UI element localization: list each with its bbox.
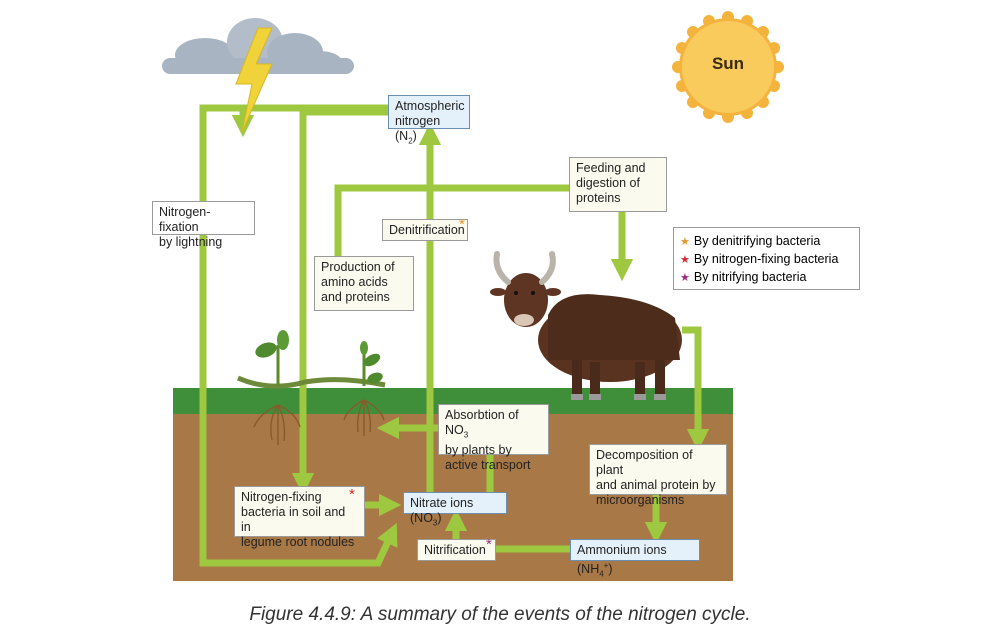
fixing-line2: bacteria in soil and in xyxy=(241,505,346,534)
atmospheric-line2-post: ) xyxy=(412,129,417,143)
denitrification-box: Denitrification * xyxy=(382,216,468,241)
feeding-line1: Feeding and xyxy=(576,161,646,175)
denitrification-star-icon: * xyxy=(459,216,465,233)
decomposition-line1: Decomposition of plant xyxy=(596,448,693,477)
ammonium-text: Ammonium ions (NH xyxy=(577,543,667,577)
lightning-line1: Nitrogen-fixation xyxy=(159,205,211,234)
atmospheric-line1: Atmospheric xyxy=(395,99,465,113)
arrow-production-to-feeding xyxy=(334,184,570,258)
lightning-icon xyxy=(235,27,273,133)
feeding-line3: proteins xyxy=(576,191,621,205)
nitrate-post: ) xyxy=(437,511,442,525)
legend-label: By nitrogen-fixing bacteria xyxy=(693,252,839,266)
nitrification-box: Nitrification * xyxy=(417,536,496,561)
decomposition-line2: and animal protein by xyxy=(596,478,716,492)
ammonium-ions-box: Ammonium ions (NH4+) xyxy=(570,539,700,579)
figure-caption: Figure 4.4.9: A summary of the events of… xyxy=(249,604,751,625)
ammonium-sub: 4 xyxy=(599,569,604,579)
legend-label: By nitrifying bacteria xyxy=(693,270,807,284)
denitrification-label: Denitrification xyxy=(389,223,465,237)
production-line2: amino acids xyxy=(321,275,388,289)
absorption-line3: active transport xyxy=(445,457,531,472)
legend-star-orange-icon: ★ xyxy=(680,236,690,248)
legend: ★By denitrifying bacteria ★By nitrogen-f… xyxy=(673,227,860,290)
decomposition-line3: microorganisms xyxy=(596,493,685,507)
atmospheric-nitrogen-box: Atmospheric nitrogen (N2) xyxy=(388,95,470,146)
atmospheric-sub: 2 xyxy=(408,136,413,146)
sun-label: Sun xyxy=(711,54,745,73)
arrow-lightning-loop xyxy=(199,104,388,567)
production-line1: Production of xyxy=(321,260,395,274)
yak-icon xyxy=(490,251,682,400)
fixing-line1: Nitrogen-fixing xyxy=(241,490,322,504)
production-box: Production of amino acids and proteins xyxy=(314,256,414,311)
lightning-line2: by lightning xyxy=(159,235,223,249)
absorption-sub: 3 xyxy=(463,430,469,440)
arrow-yak-to-decomposition xyxy=(682,326,710,452)
lightning-fixation-box: Nitrogen-fixation by lightning xyxy=(152,201,255,249)
legend-label: By denitrifying bacteria xyxy=(693,234,821,248)
arrow-atmos-to-fixing xyxy=(291,108,388,496)
nitrogen-fixing-bacteria-box: Nitrogen-fixing bacteria in soil and in … xyxy=(234,486,365,549)
plant-right-icon xyxy=(343,341,385,436)
nitrification-star-icon: * xyxy=(486,536,492,553)
production-line3: and proteins xyxy=(321,290,390,304)
legend-row-nitrogen-fixing: ★By nitrogen-fixing bacteria xyxy=(680,251,853,269)
arrow-to-lightning-branch xyxy=(203,104,255,138)
absorption-line1-text: Absorbtion of NO xyxy=(445,408,519,437)
nitrate-text: Nitrate ions (NO xyxy=(410,496,474,525)
sun-icon xyxy=(672,11,784,123)
fixing-line3: legume root nodules xyxy=(241,535,355,549)
legend-star-red-icon: ★ xyxy=(680,254,690,266)
legend-star-purple-icon: ★ xyxy=(680,272,690,284)
feeding-box: Feeding and digestion of proteins xyxy=(569,157,667,212)
ammonium-sup: + xyxy=(603,561,609,570)
nitrification-label: Nitrification xyxy=(424,543,486,557)
decomposition-box: Decomposition of plant and animal protei… xyxy=(589,444,727,507)
arrow-loop-to-nitrate xyxy=(363,522,398,567)
nitrate-sub: 3 xyxy=(432,518,438,528)
legend-row-denitrifying: ★By denitrifying bacteria xyxy=(680,233,853,251)
plant-left-icon xyxy=(236,330,386,445)
atmospheric-line2: nitrogen (N2) xyxy=(395,114,463,149)
absorption-line2: by plants by xyxy=(445,442,512,457)
atmospheric-line2-text: nitrogen (N xyxy=(395,114,441,143)
nitrate-ions-box: Nitrate ions (NO3) xyxy=(403,492,507,528)
absorption-line1: Absorbtion of NO3 xyxy=(445,408,542,443)
feeding-line2: digestion of xyxy=(576,176,640,190)
ammonium-post: ) xyxy=(608,562,613,577)
absorption-box: Absorbtion of NO3 by plants by active tr… xyxy=(438,404,549,472)
fixing-star-icon: * xyxy=(349,486,355,503)
legend-row-nitrifying: ★By nitrifying bacteria xyxy=(680,269,853,287)
